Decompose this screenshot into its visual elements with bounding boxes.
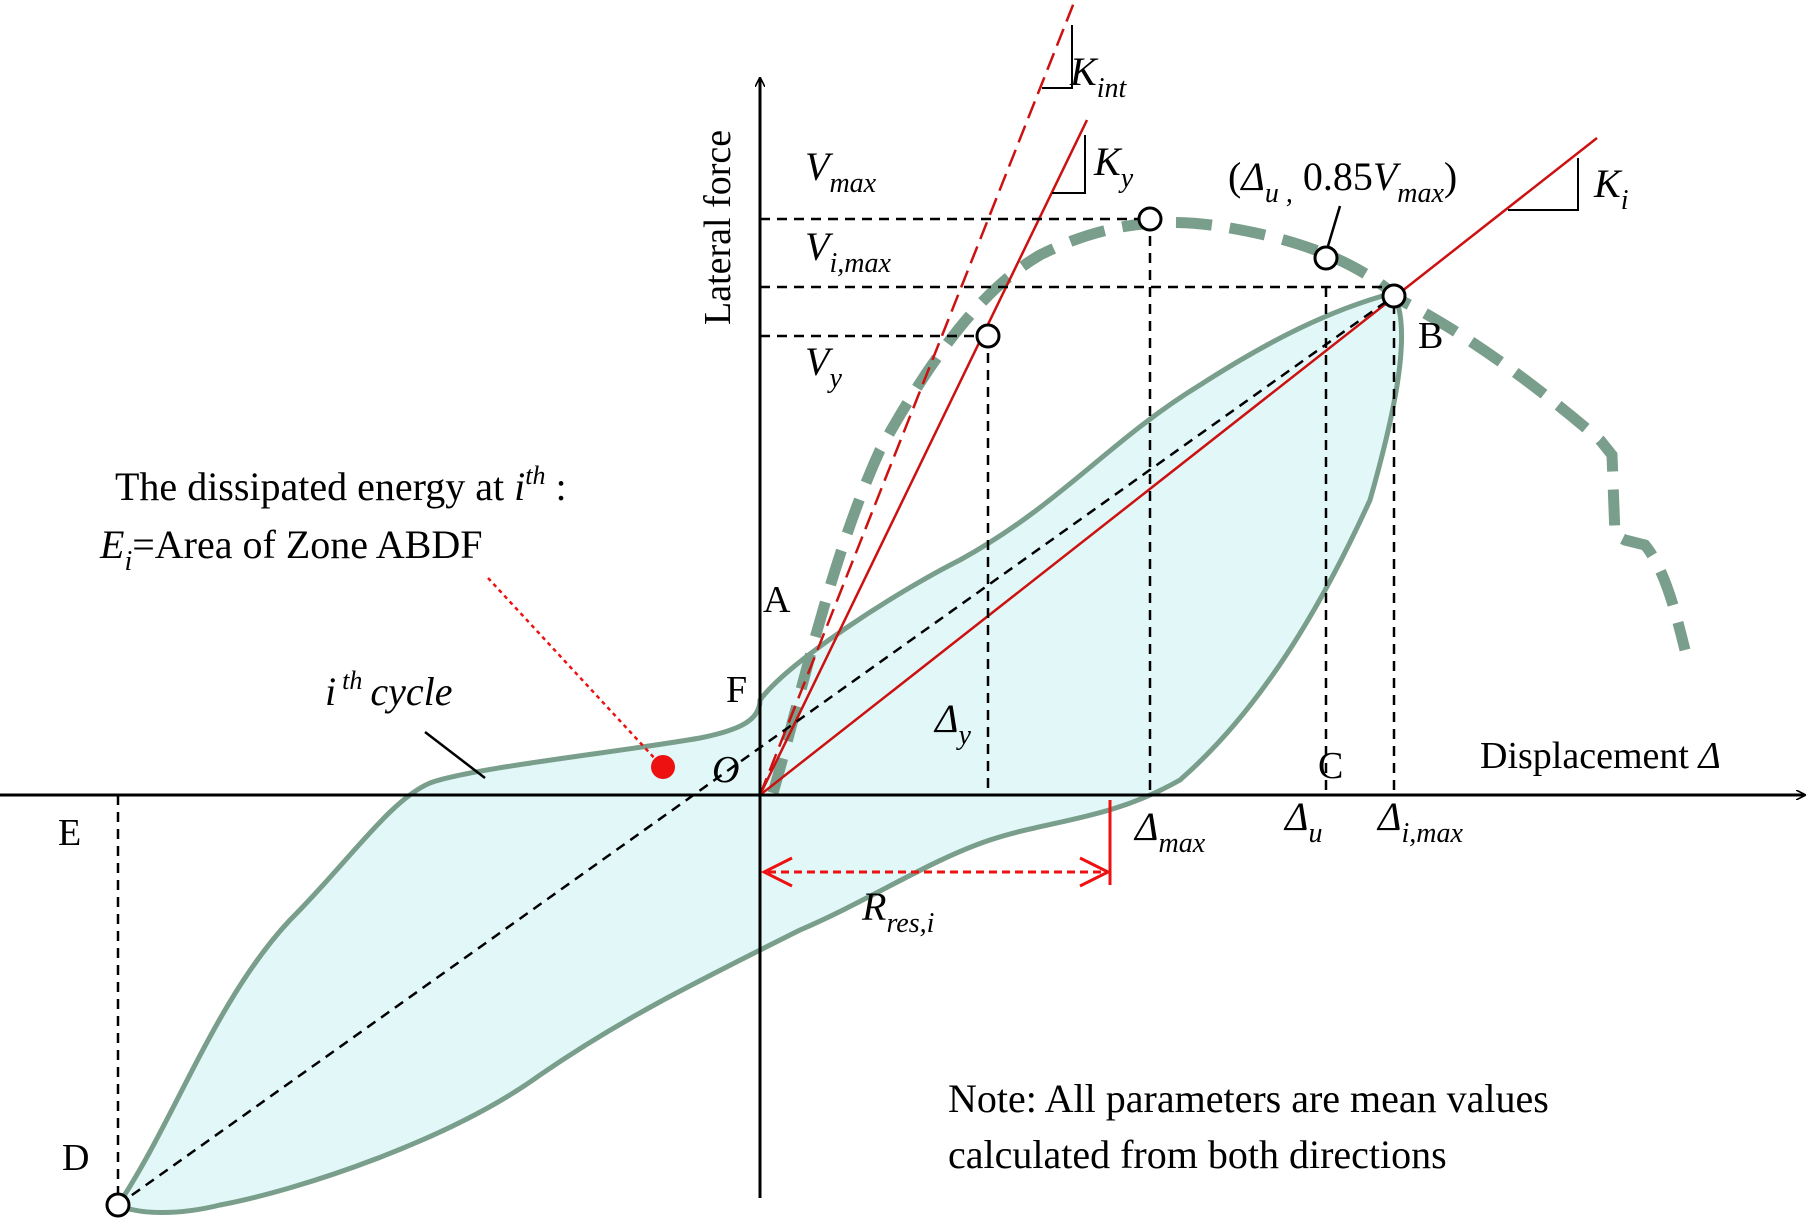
k-y-line (758, 119, 1089, 796)
k-y-label: Ky (1093, 139, 1134, 194)
k-i-line (759, 137, 1598, 796)
point-E-label: E (58, 812, 81, 854)
ultimate-point-label: (Δu , 0.85Vmax) (1228, 154, 1457, 209)
v-y-label: Vy (805, 339, 842, 394)
point-A-label: A (763, 579, 791, 621)
k-int-triangle (1042, 25, 1073, 89)
envelope-curve (767, 216, 1691, 795)
k-i-triangle (1508, 158, 1579, 211)
point-B (1381, 283, 1407, 309)
delta-i-max-label: Δi,max (1376, 794, 1463, 849)
energy-leader-line (487, 577, 659, 763)
k-i-label: Ki (1593, 161, 1628, 216)
point-ultimate (1313, 245, 1339, 271)
energy-label-line1: The dissipated energy at ith : (115, 461, 567, 509)
residual-arrow (760, 800, 1112, 888)
ultimate-leader-line (1326, 205, 1342, 247)
point-yield (975, 323, 1001, 349)
note-line2: calculated from both directions (948, 1132, 1447, 1177)
residual-label: Rres,i (861, 884, 934, 939)
note-line1: Note: All parameters are mean values (948, 1076, 1549, 1121)
reference-lines (116, 217, 1396, 1205)
origin-label: O (712, 749, 739, 791)
x-axis-title: Displacement Δ (1480, 735, 1721, 777)
energy-label-line2: Ei=Area of Zone ABDF (99, 522, 483, 577)
point-vmax (1137, 206, 1163, 232)
delta-max-label: Δmax (1133, 804, 1206, 859)
delta-y-label: Δy (933, 696, 971, 751)
k-int-line (758, 0, 1077, 796)
y-axis-title: Lateral force (697, 130, 739, 325)
point-D-label: D (62, 1137, 89, 1179)
v-i-max-label: Vi,max (805, 224, 891, 279)
energy-leader-dot (651, 755, 675, 779)
point-B-label: B (1418, 315, 1443, 357)
k-y-triangle (1052, 135, 1086, 194)
point-F-label: F (726, 669, 747, 711)
point-D (105, 1192, 131, 1218)
cycle-leader-line (424, 731, 486, 779)
point-C-label: C (1318, 745, 1343, 787)
k-int-label: Kint (1069, 49, 1127, 104)
v-max-label: Vmax (805, 144, 877, 199)
secant-dashed-line (117, 294, 1395, 1207)
delta-u-label: Δu (1283, 794, 1322, 849)
